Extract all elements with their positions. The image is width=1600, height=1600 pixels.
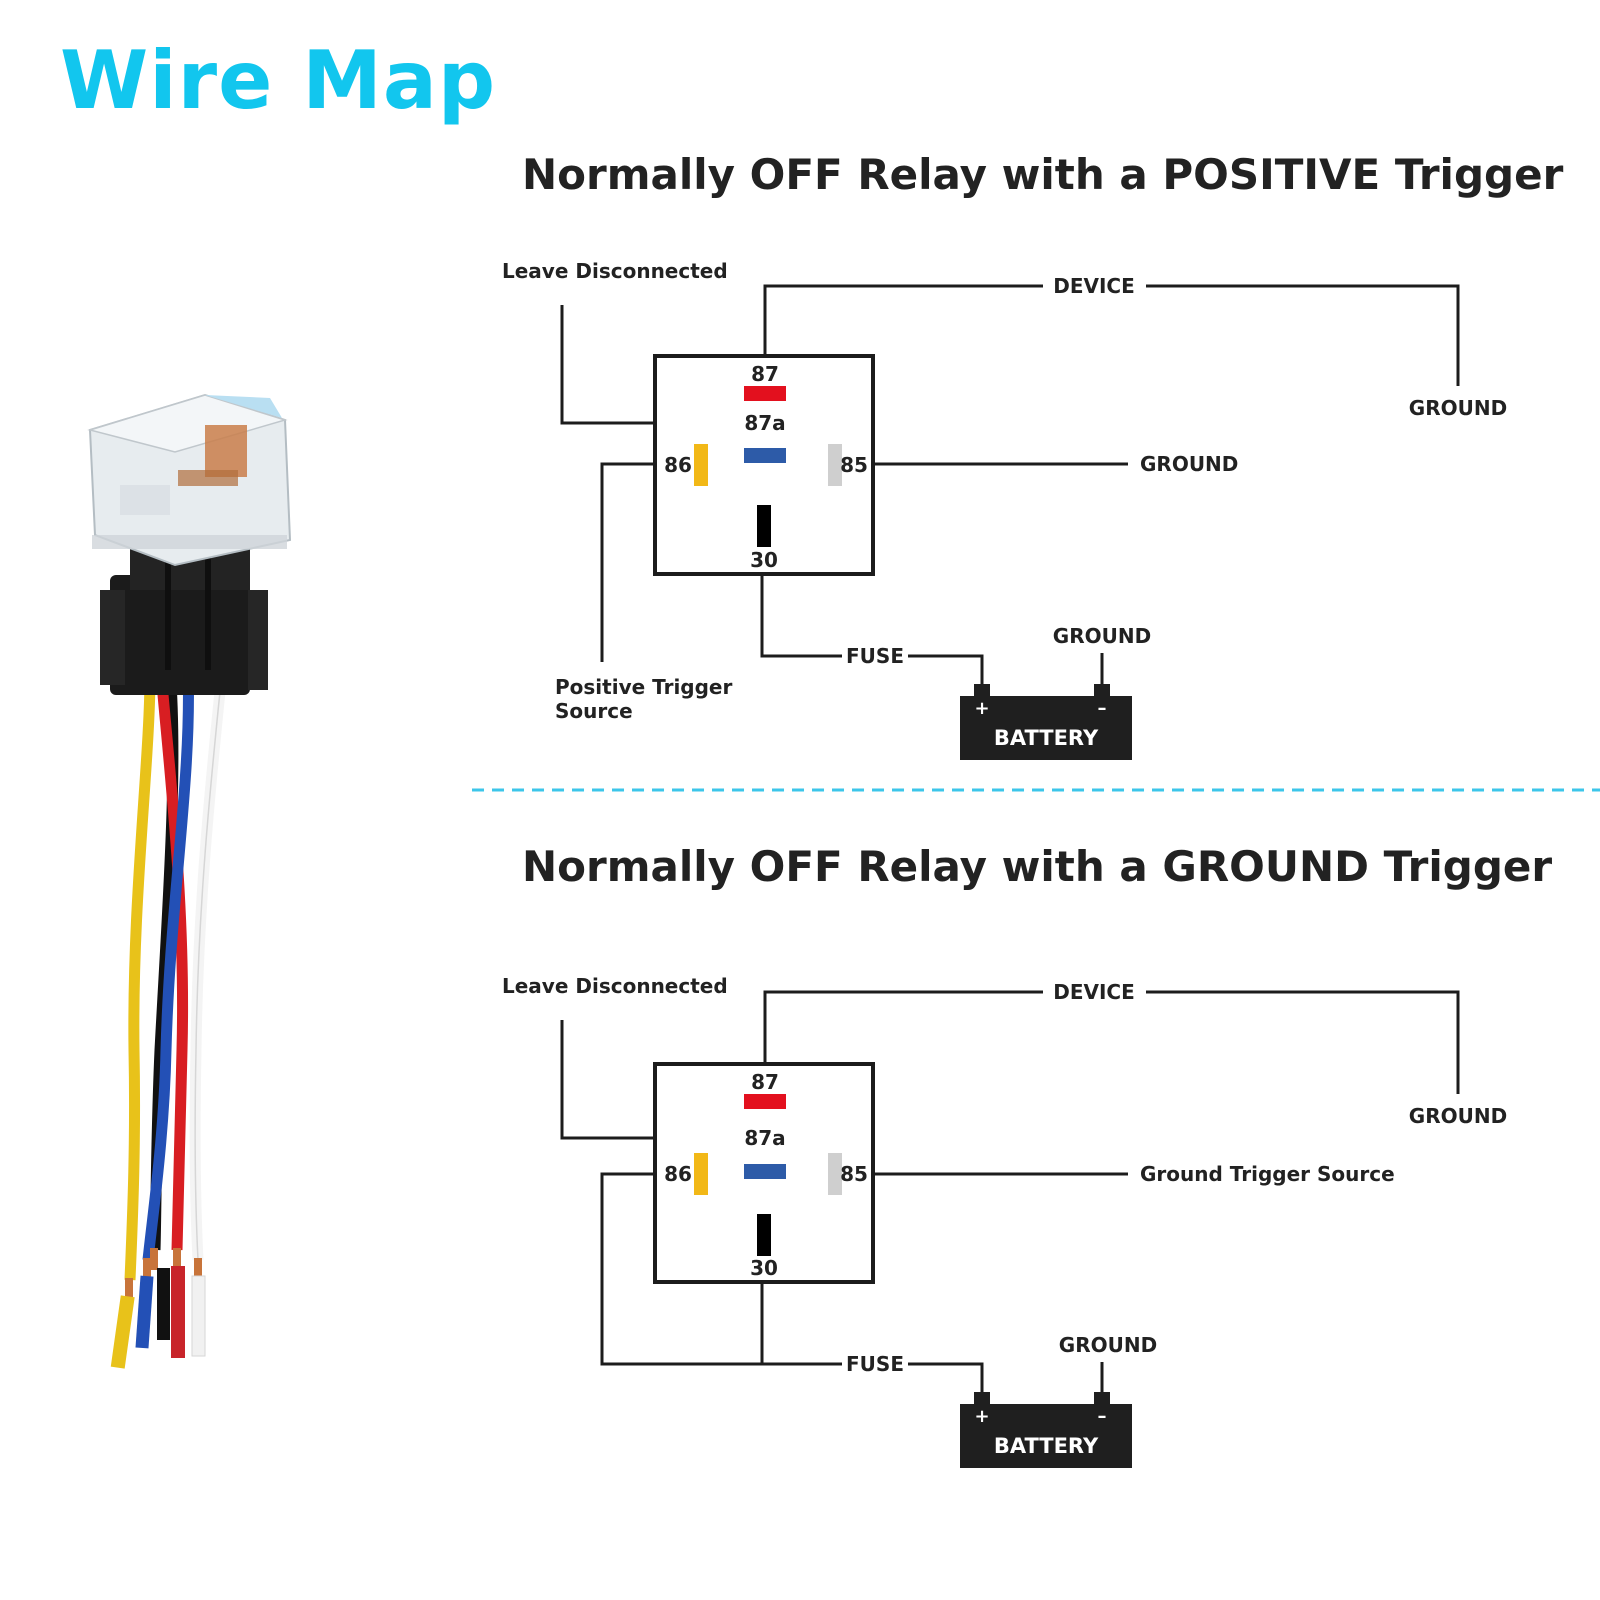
battery-negative-terminal — [1094, 684, 1110, 698]
pin-30-label: 30 — [750, 548, 778, 572]
pin-85-label: 85 — [840, 1162, 868, 1186]
wire-fuse-to-battery — [908, 1362, 984, 1394]
leave-disconnected-label: Leave Disconnected — [502, 259, 728, 283]
pin-86-label: 86 — [664, 1162, 692, 1186]
pin-87-marker — [744, 386, 786, 401]
trigger-source-line2: Source — [555, 699, 633, 723]
pin-85-label: 85 — [840, 453, 868, 477]
wire-30-to-fuse — [760, 576, 842, 658]
battery-icon — [960, 696, 1132, 760]
device-ground-label: GROUND — [1409, 1104, 1507, 1128]
pin-30-marker — [757, 505, 771, 547]
battery-label: BATTERY — [994, 726, 1099, 750]
wire-86-to-30 — [600, 1172, 762, 1366]
device-ground-label: GROUND — [1409, 396, 1507, 420]
wire-87-to-device — [763, 284, 1043, 356]
pin-85-marker — [828, 1153, 842, 1195]
pin-87-label: 87 — [751, 1070, 779, 1094]
battery-positive-terminal — [974, 1392, 990, 1406]
pin-87a-marker — [744, 1164, 786, 1179]
pin-87a-label: 87a — [744, 1126, 785, 1150]
fuse-label: FUSE — [846, 644, 904, 668]
device-label: DEVICE — [1053, 980, 1135, 1004]
wire-device-to-ground — [1146, 990, 1460, 1094]
pin-30-marker — [757, 1214, 771, 1256]
battery-negative-terminal — [1094, 1392, 1110, 1406]
battery-plus-sign: + — [974, 698, 989, 719]
battery-plus-sign: + — [974, 1406, 989, 1427]
wire-device-to-ground — [1146, 284, 1460, 386]
wire-87-to-device — [763, 990, 1043, 1062]
pin-87a-marker — [744, 448, 786, 463]
page-title: Wire Map — [60, 34, 497, 127]
pin-85-marker — [828, 444, 842, 486]
pin-86-label: 86 — [664, 453, 692, 477]
fuse-label: FUSE — [846, 1352, 904, 1376]
trigger-source-line1: Positive Trigger — [555, 675, 733, 699]
battery-label: BATTERY — [994, 1434, 1099, 1458]
wire-30-to-fuse — [760, 1284, 842, 1366]
battery-minus-sign: – — [1098, 1406, 1107, 1427]
positive-trigger-diagram: 87 87a 86 85 30 Leave Disconnected DEVIC… — [502, 259, 1507, 760]
ground-trigger-source-label: Ground Trigger Source — [1140, 1162, 1395, 1186]
pin-86-marker — [694, 1153, 708, 1195]
pin-86-marker — [694, 444, 708, 486]
pin85-ground-label: GROUND — [1140, 452, 1238, 476]
battery-minus-sign: – — [1098, 698, 1107, 719]
leave-disconnected-label: Leave Disconnected — [502, 974, 728, 998]
device-label: DEVICE — [1053, 274, 1135, 298]
pin-87a-label: 87a — [744, 411, 785, 435]
battery-icon — [960, 1404, 1132, 1468]
wire-fuse-to-battery — [908, 654, 984, 686]
battery-ground-label: GROUND — [1059, 1333, 1157, 1357]
wire-86-to-trigger — [600, 462, 655, 662]
relay-harness-icon — [87, 393, 292, 1369]
ground-trigger-diagram: 87 87a 86 85 30 Leave Disconnected DEVIC… — [502, 974, 1507, 1468]
positive-trigger-title: Normally OFF Relay with a POSITIVE Trigg… — [522, 150, 1564, 199]
battery-ground-label: GROUND — [1053, 624, 1151, 648]
pin-87-label: 87 — [751, 362, 779, 386]
pin-87-marker — [744, 1094, 786, 1109]
pin-30-label: 30 — [750, 1256, 778, 1280]
battery-positive-terminal — [974, 684, 990, 698]
ground-trigger-title: Normally OFF Relay with a GROUND Trigger — [522, 842, 1553, 891]
